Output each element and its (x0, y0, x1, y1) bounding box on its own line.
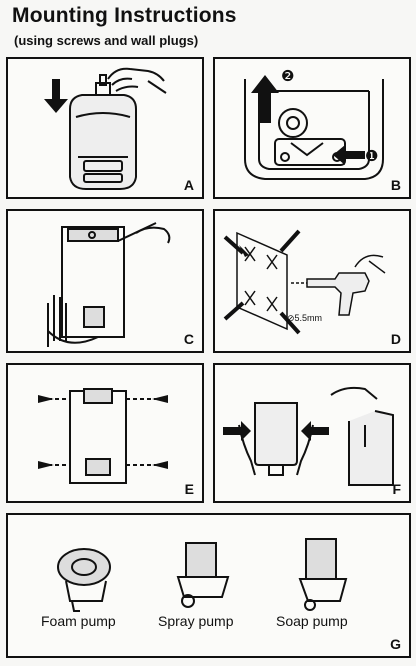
foam-pump-label: Foam pump (41, 613, 116, 629)
panel-a: A (6, 57, 204, 199)
panel-g-label: G (390, 636, 401, 652)
panel-c-label: C (183, 331, 194, 347)
step-1-marker: ❶ (365, 148, 379, 165)
drill-size-label: ⊘5.5mm (287, 313, 323, 323)
panel-b-label: B (390, 177, 401, 193)
attach-cartridge-illustration (223, 386, 394, 486)
panel-f-label: F (392, 481, 401, 497)
drill-holes-illustration (223, 229, 386, 335)
step-2-marker: ❷ (281, 68, 295, 85)
panel-f: F (213, 363, 411, 503)
panel-a-label: A (183, 177, 194, 193)
mark-wall-illustration (47, 222, 171, 347)
panel-g: Foam pump Spray pump Soap pump G (6, 513, 411, 658)
page-subtitle: (using screws and wall plugs) (14, 33, 199, 48)
spray-pump-label: Spray pump (158, 613, 234, 629)
panel-b: ❷ ❶ B (213, 57, 411, 199)
pump-types-illustration (57, 538, 348, 612)
panel-c: C (6, 209, 204, 353)
page-title: Mounting Instructions (12, 4, 237, 27)
dispenser-insert-illustration (44, 67, 167, 190)
panel-e: E (6, 363, 204, 503)
soap-pump-label: Soap pump (276, 613, 348, 629)
panel-e-label: E (184, 481, 194, 497)
release-latch-illustration (244, 75, 384, 180)
panel-d-label: D (390, 331, 401, 347)
panel-d: ⊘5.5mm D (213, 209, 411, 353)
screw-backplate-illustration (38, 388, 168, 484)
